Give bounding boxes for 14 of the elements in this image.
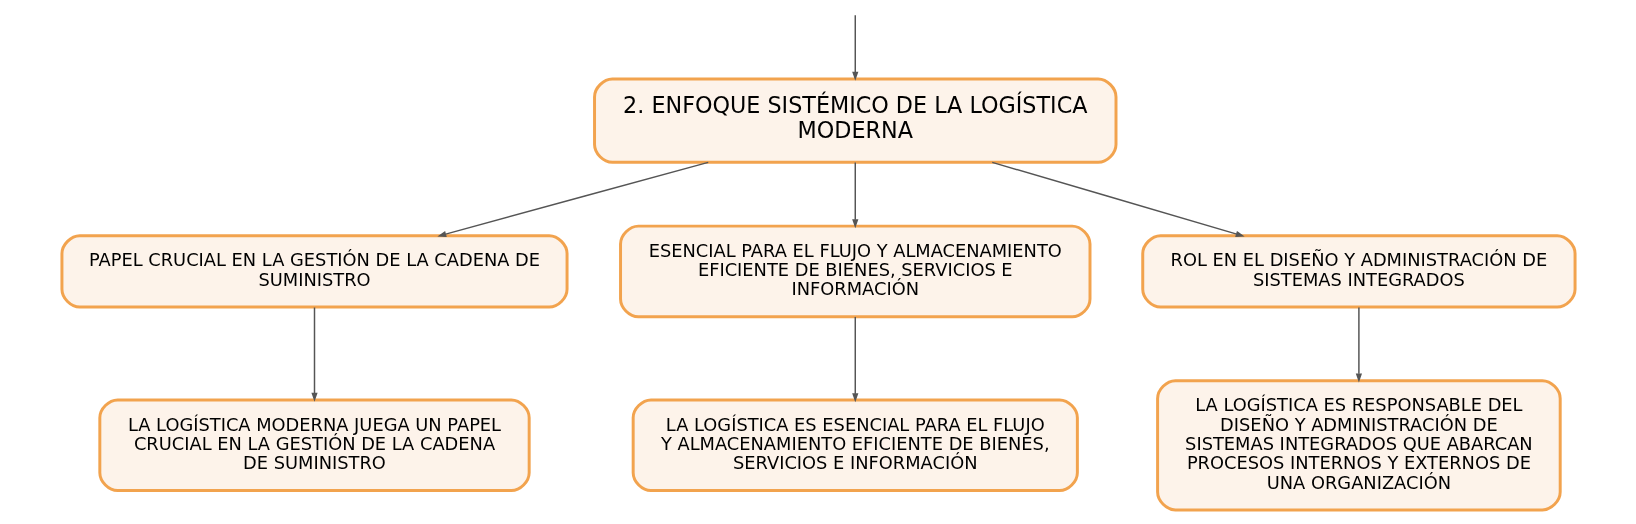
node-box: 2. ENFOQUE SISTÉMICO DE LA LOGÍSTICA MODERNA xyxy=(592,77,1117,164)
node-box: LA LOGÍSTICA ES RESPONSABLE DEL DISEÑO Y ADMINISTRACIÓN DE SISTEMAS INTEGRADOS QUE ABARCAN PROCESOS INTERNOS Y EXTERNOS DE UNA ORGANIZACIÓN xyxy=(1155,379,1562,512)
arrow xyxy=(851,14,858,81)
node-box: ROL EN EL DISEÑO Y ADMINISTRACIÓN DE SISTEMAS INTEGRADOS xyxy=(1140,234,1577,309)
arrow xyxy=(851,316,858,403)
node-box: LA LOGÍSTICA MODERNA JUEGA UN PAPEL CRUCIAL EN LA GESTIÓN DE LA CADENA DE SUMINISTRO xyxy=(97,398,531,493)
arrow xyxy=(1355,306,1362,383)
arrow xyxy=(310,306,318,402)
arrow xyxy=(436,161,709,238)
node-box: ESENCIAL PARA EL FLUJO Y ALMACENAMIENTO EFICIENTE DE BIENES, SERVICIOS E INFORMACIÓN xyxy=(618,224,1091,319)
arrow xyxy=(851,161,858,229)
arrow xyxy=(991,161,1245,237)
node-box: PAPEL CRUCIAL EN LA GESTIÓN DE LA CADENA DE SUMINISTRO xyxy=(59,234,569,309)
node-box: LA LOGÍSTICA ES ESENCIAL PARA EL FLUJO Y ALMACENAMIENTO EFICIENTE DE BIENES, SERVICIOS E INFORMACIÓN xyxy=(631,398,1079,493)
